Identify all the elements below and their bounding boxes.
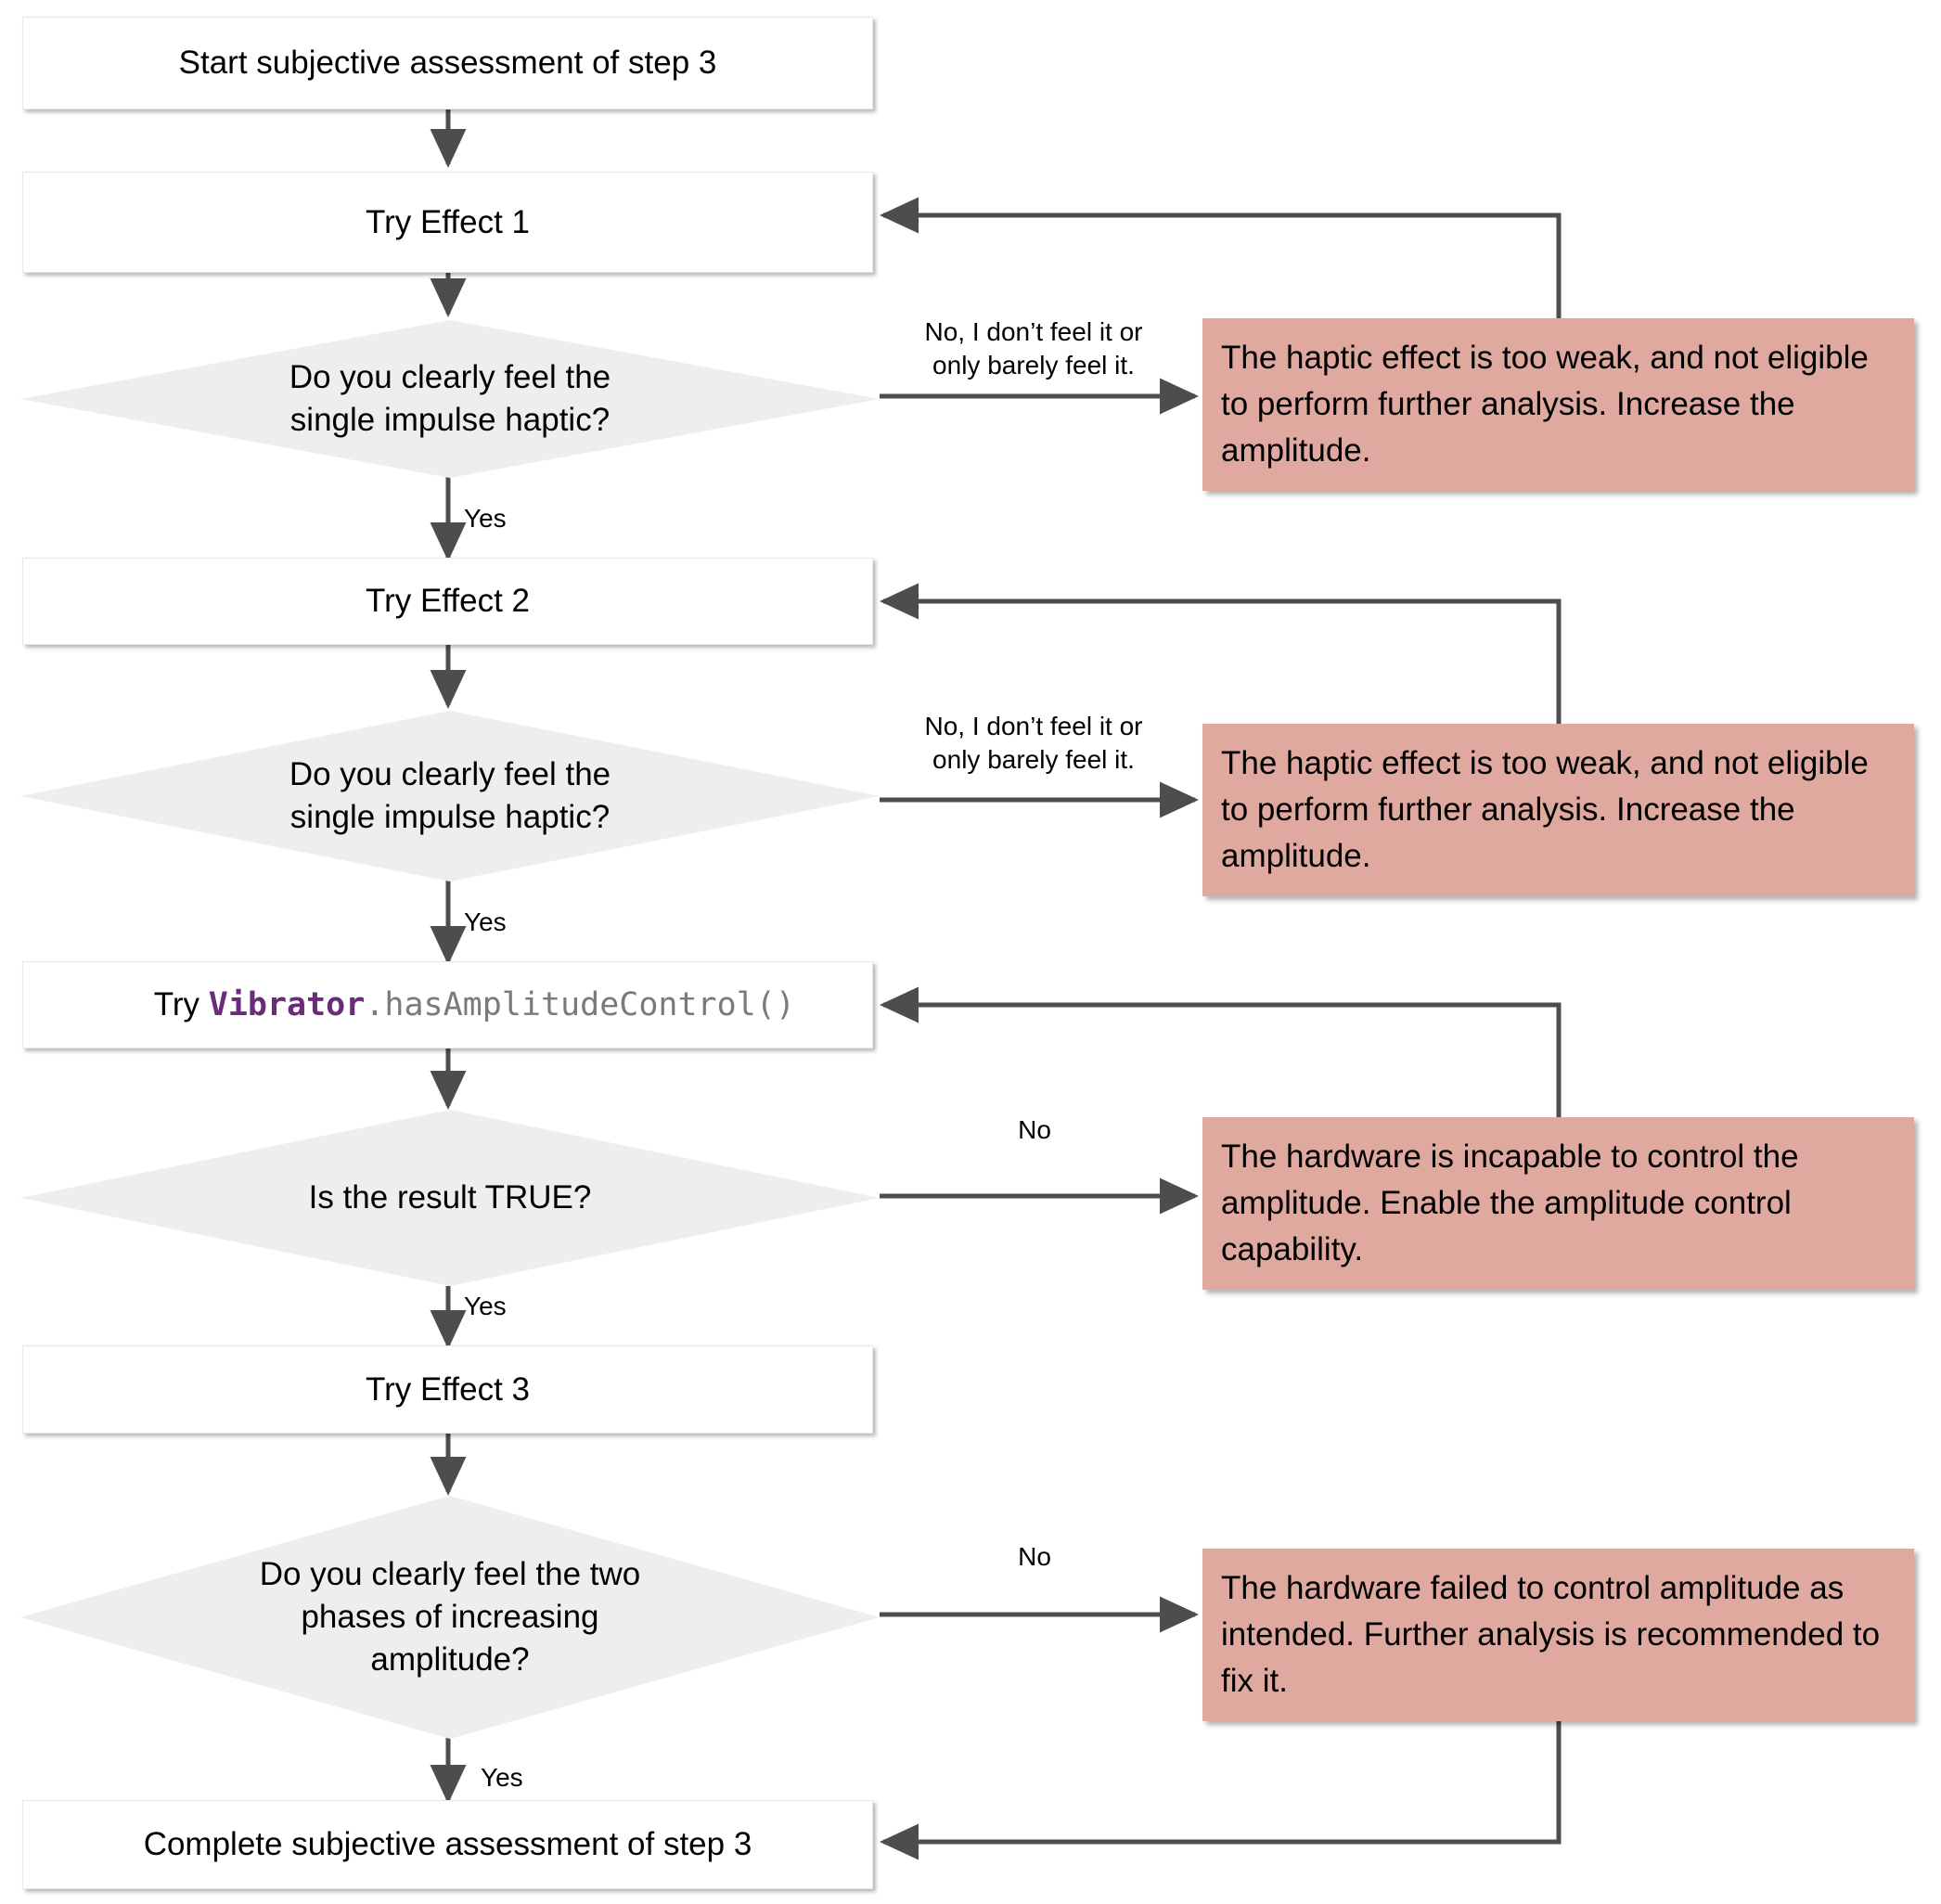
- node-try-effect-1[interactable]: Try Effect 1: [22, 172, 873, 273]
- edge-note4-to-complete: [879, 1721, 1562, 1860]
- note-haptic-too-weak-2: The haptic effect is too weak, and not e…: [1202, 724, 1914, 896]
- edge-label-no-feel-2: No, I don’t feel it or only barely feel …: [924, 712, 1143, 775]
- edge-note3-back-to-api: [879, 986, 1562, 1117]
- node-start-label: Start subjective assessment of step 3: [178, 45, 717, 82]
- note-haptic-too-weak-1: The haptic effect is too weak, and not e…: [1202, 318, 1914, 491]
- node-decision-3-label: Is the result TRUE?: [308, 1178, 592, 1216]
- node-decision-4[interactable]: Do you clearly feel the two phases of in…: [20, 1496, 880, 1739]
- edge-label-no-4: No: [1018, 1542, 1051, 1571]
- node-decision-2-label: Do you clearly feel the single impulse h…: [289, 755, 611, 835]
- edge-note1-back-to-effect1: [879, 197, 1562, 318]
- node-try-effect-3-label: Try Effect 3: [366, 1370, 530, 1408]
- edge-label-yes-4: Yes: [481, 1763, 523, 1792]
- node-decision-2[interactable]: Do you clearly feel the single impulse h…: [20, 711, 880, 881]
- api-call-text: Try Vibrator.hasAmplitudeControl(): [100, 944, 795, 1066]
- note-hardware-failed-text: The hardware failed to control amplitude…: [1221, 1570, 1881, 1699]
- note-hardware-incapable-text: The hardware is incapable to control the…: [1221, 1139, 1799, 1267]
- node-decision-1-label: Do you clearly feel the single impulse h…: [289, 358, 611, 438]
- api-method-name: .hasAmplitudeControl(): [365, 985, 795, 1023]
- node-decision-3[interactable]: Is the result TRUE?: [20, 1110, 880, 1286]
- node-try-effect-2[interactable]: Try Effect 2: [22, 558, 873, 645]
- edge-label-yes-2: Yes: [464, 907, 507, 936]
- note-hardware-failed: The hardware failed to control amplitude…: [1202, 1549, 1914, 1721]
- edge-label-no-feel-1: No, I don’t feel it or only barely feel …: [924, 317, 1143, 380]
- edge-label-no-3: No: [1018, 1115, 1051, 1144]
- node-try-effect-3[interactable]: Try Effect 3: [22, 1345, 873, 1434]
- node-try-effect-2-label: Try Effect 2: [366, 583, 530, 620]
- note-hardware-incapable: The hardware is incapable to control the…: [1202, 1117, 1914, 1290]
- node-decision-4-label: Do you clearly feel the two phases of in…: [259, 1555, 641, 1679]
- node-decision-1[interactable]: Do you clearly feel the single impulse h…: [20, 320, 880, 478]
- api-prefix: Try: [153, 985, 209, 1023]
- edge-label-yes-1: Yes: [464, 504, 507, 533]
- node-complete[interactable]: Complete subjective assessment of step 3: [22, 1800, 873, 1889]
- node-try-effect-1-label: Try Effect 1: [366, 203, 530, 240]
- node-start[interactable]: Start subjective assessment of step 3: [22, 17, 873, 109]
- note-haptic-too-weak-2-text: The haptic effect is too weak, and not e…: [1221, 745, 1869, 874]
- node-complete-label: Complete subjective assessment of step 3: [143, 1826, 752, 1863]
- note-haptic-too-weak-1-text: The haptic effect is too weak, and not e…: [1221, 340, 1869, 469]
- edge-note2-back-to-effect2: [879, 583, 1562, 724]
- edge-label-yes-3: Yes: [464, 1292, 507, 1320]
- node-try-api[interactable]: Try Vibrator.hasAmplitudeControl(): [22, 961, 873, 1048]
- api-class-name: Vibrator: [208, 985, 366, 1023]
